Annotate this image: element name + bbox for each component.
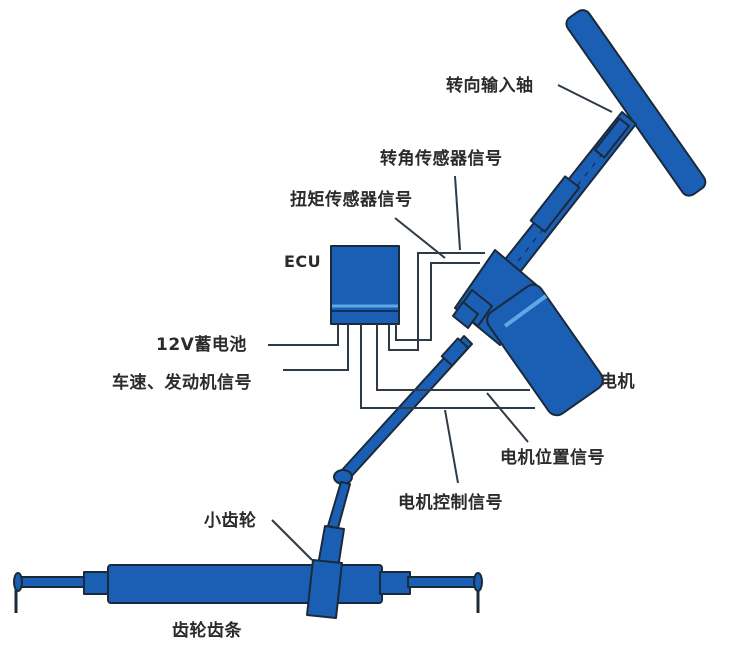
motor-position-signal-label: 电机位置信号 xyxy=(500,448,605,468)
angle-sensor-signal-label: 转角传感器信号 xyxy=(380,149,503,169)
battery-label: 12V蓄电池 xyxy=(156,335,247,355)
rack-assembly xyxy=(13,559,483,619)
vehicle-engine-signal-label: 车速、发动机信号 xyxy=(112,373,252,393)
motor-label: 电机 xyxy=(600,372,635,392)
rack-and-pinion-label: 齿轮齿条 xyxy=(172,621,242,641)
signal-wires xyxy=(268,84,613,561)
torque-sensor-signal-label: 扭矩传感器信号 xyxy=(290,190,413,210)
steering-input-shaft-label: 转向输入轴 xyxy=(446,76,534,96)
motor-control-signal-label: 电机控制信号 xyxy=(398,493,503,513)
pinion-label: 小齿轮 xyxy=(204,511,257,531)
steering-wheel xyxy=(565,9,707,197)
electric-motor xyxy=(486,283,604,417)
torque-sensor-housing xyxy=(452,249,541,346)
ecu-box xyxy=(330,245,400,325)
ecu-label: ECU xyxy=(284,252,322,271)
